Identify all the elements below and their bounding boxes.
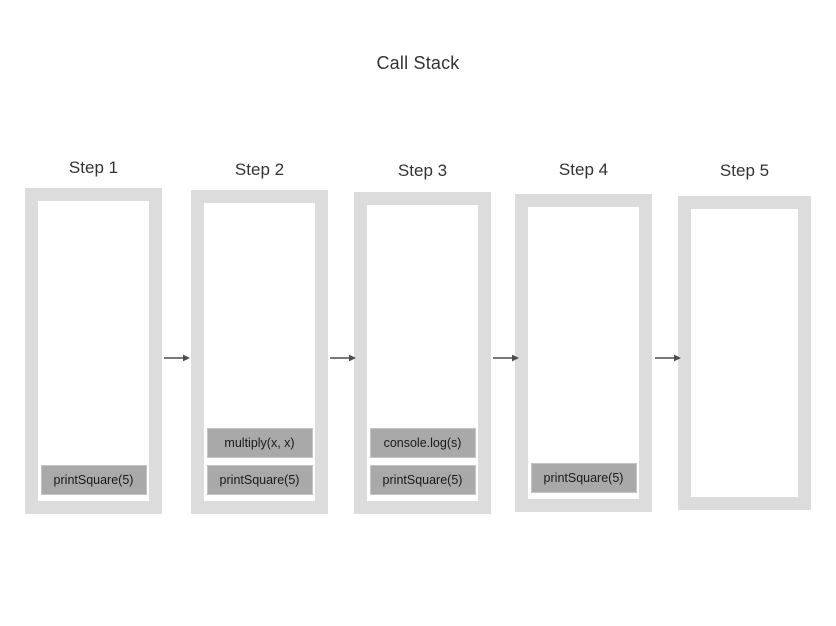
stack-frames-step-2: multiply(x, x) printSquare(5) [204,428,315,495]
arrow-step1-step2 [163,350,191,366]
stack-frame[interactable]: multiply(x, x) [206,428,313,458]
step-column-3: Step 3 console.log(s) printSquare(5) [354,0,491,626]
arrow-step3-step4 [492,350,520,366]
right-arrow-icon [655,354,681,362]
step-column-2: Step 2 multiply(x, x) printSquare(5) [191,0,328,626]
step-label-3: Step 3 [397,161,448,180]
call-stack-box-step-4: printSquare(5) [515,194,652,512]
arrow-step4-step5 [654,350,682,366]
stack-frames-step-1: printSquare(5) [38,465,149,495]
step-column-5: Step 5 [678,0,811,626]
stack-frames-step-4: printSquare(5) [528,463,639,493]
arrow-step2-step3 [329,350,357,366]
stack-frames-step-3: console.log(s) printSquare(5) [367,428,478,495]
stack-frame[interactable]: console.log(s) [369,428,476,458]
step-label-2: Step 2 [234,160,285,179]
step-column-1: Step 1 printSquare(5) [25,0,162,626]
stack-frame[interactable]: printSquare(5) [530,463,637,493]
stack-frame[interactable]: printSquare(5) [369,465,476,495]
call-stack-box-step-5 [678,196,811,510]
call-stack-box-step-3: console.log(s) printSquare(5) [354,192,491,514]
step-column-4: Step 4 printSquare(5) [515,0,652,626]
step-label-5: Step 5 [719,161,770,180]
stack-frame[interactable]: printSquare(5) [206,465,313,495]
right-arrow-icon [493,354,519,362]
step-label-1: Step 1 [68,158,119,177]
page-title: Call Stack [376,53,460,73]
call-stack-box-step-1: printSquare(5) [25,188,162,514]
call-stack-box-step-2: multiply(x, x) printSquare(5) [191,190,328,514]
right-arrow-icon [164,354,190,362]
stack-frame[interactable]: printSquare(5) [40,465,147,495]
step-label-4: Step 4 [558,160,609,179]
right-arrow-icon [330,354,356,362]
